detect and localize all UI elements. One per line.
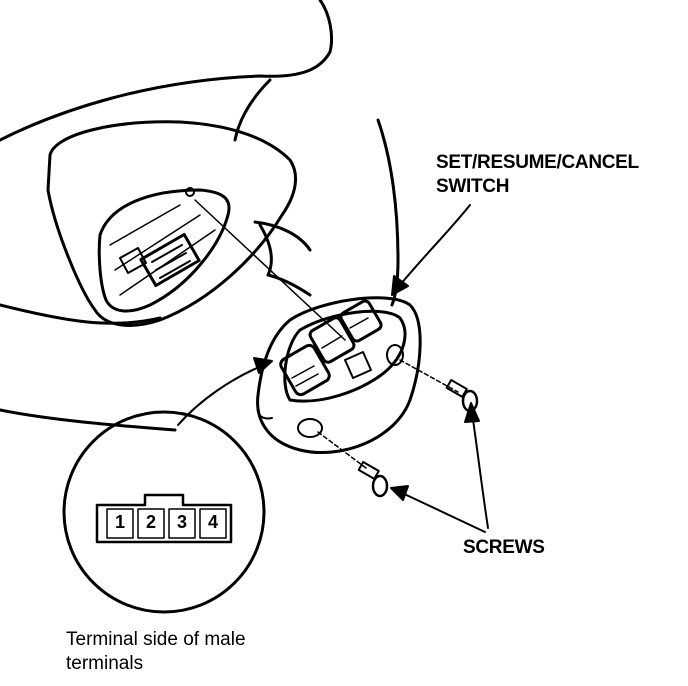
housing-tab: [344, 351, 372, 379]
switch-label-line2: SWITCH: [436, 176, 510, 197]
housing-face: [283, 309, 407, 403]
screws-arrowhead-lower: [390, 485, 409, 501]
terminal-side-label-line1: Terminal side of male: [66, 629, 246, 650]
steering-wheel-spoke-curve: [233, 78, 272, 142]
connector-pins: [151, 244, 191, 279]
detail-circle: [62, 410, 266, 614]
terminal-cell-1: [106, 508, 134, 539]
housing-hook: [256, 404, 273, 420]
recess-inner: [97, 188, 231, 313]
terminal-label-2: 2: [145, 512, 156, 532]
connector-socket: [139, 233, 201, 287]
button-ridge-lines: [291, 317, 369, 387]
steering-column: [253, 220, 312, 297]
lower-screw-hole: [297, 418, 323, 438]
upper-screw: [399, 359, 479, 413]
lower-screw-guide: [317, 431, 367, 469]
column-band: [258, 223, 273, 277]
screws-arrow-lower-line: [399, 491, 486, 533]
set-button: [279, 343, 331, 397]
connector-outline: [95, 493, 233, 544]
steering-wheel-top-curve: [0, 0, 334, 142]
lower-screw-shank: [357, 461, 380, 480]
screws-label: SCREWS: [463, 537, 545, 558]
switch-arrowhead: [391, 275, 409, 296]
screws-arrowhead-upper: [464, 402, 480, 423]
cancel-button: [339, 299, 383, 343]
terminal-label-1: 1: [114, 512, 125, 532]
steering-wheel-rim-edge: [0, 408, 177, 432]
screws-arrow-upper-line: [471, 411, 489, 529]
lower-screw-head: [371, 474, 389, 498]
switch-recess: [46, 120, 298, 327]
connector-callout-arrowhead: [253, 357, 273, 374]
connector-callout-line: [177, 364, 265, 426]
terminal-cell-2: [137, 508, 165, 539]
upper-screw-guide: [399, 359, 459, 393]
terminal-cell-3: [168, 508, 196, 539]
recess-outer: [46, 120, 298, 327]
upper-screw-hole: [386, 344, 404, 366]
alignment-line: [194, 199, 346, 341]
column-lower: [266, 273, 312, 297]
resume-button: [308, 316, 356, 364]
steering-wheel-rim-lower: [0, 303, 162, 325]
screws: [317, 359, 479, 498]
terminal-label-3: 3: [176, 512, 187, 532]
cruise-switch-housing: [256, 296, 422, 455]
lower-screw: [317, 431, 389, 498]
connector-clip-left: [119, 247, 147, 274]
callout-arrows: [177, 204, 489, 533]
steering-wheel: [0, 0, 400, 432]
recess-screw-hole: [185, 187, 195, 197]
terminal-cell-4: [199, 508, 227, 539]
column-upper: [253, 220, 312, 252]
terminal-side-label-line2: terminals: [66, 653, 144, 674]
housing-outer: [256, 296, 422, 455]
switch-arrow-line: [399, 204, 471, 286]
terminal-label-4: 4: [207, 512, 218, 532]
terminal-detail-callout: [62, 410, 266, 614]
switch-label-line1: SET/RESUME/CANCEL: [436, 152, 639, 173]
